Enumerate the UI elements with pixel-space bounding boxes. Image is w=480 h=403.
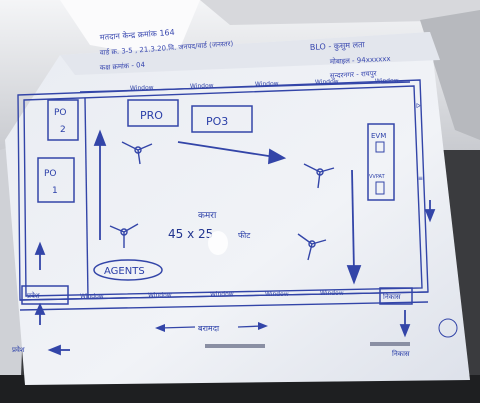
pro-label: PRO (140, 109, 163, 122)
evm-label: EVM (371, 132, 386, 140)
arrow-right-top-head (267, 148, 287, 165)
agents-oval (93, 259, 163, 281)
arrow-down-right-head (346, 265, 362, 285)
flow-arrows (34, 129, 436, 356)
fan-icon (297, 233, 327, 261)
verandah-label: बरामदा (198, 324, 220, 333)
window-label: Window (320, 290, 344, 297)
window-label: Window (210, 291, 234, 298)
evm-unit (375, 141, 385, 153)
bottom-right-note: निकास (392, 349, 410, 358)
side-notes: ᐅ ≡ (416, 103, 423, 182)
fan-icon (303, 163, 335, 189)
arrow-right-top (177, 141, 276, 158)
po1-box (37, 157, 75, 203)
window-label: Window (80, 293, 104, 300)
side-note-mid: ≡ (418, 175, 423, 182)
bottom-bar-right (370, 342, 410, 346)
bottom-left-note: प्रवेश (12, 345, 25, 354)
header-line-3: कक्ष क्रमांक - 04 (100, 61, 146, 72)
corner-circle (438, 318, 458, 338)
glare-spot (208, 231, 228, 255)
right-note-3: सुन्दरनगर - रायपुर (330, 70, 377, 80)
vvpat-unit (375, 181, 385, 195)
right-note-1: BLO - कुसुम लता (310, 40, 366, 53)
room-label: कमरा (198, 211, 217, 221)
bottom-windows: Window Window Window Window Window (80, 290, 344, 300)
window-label: Window (375, 77, 399, 85)
officer-boxes (21, 99, 413, 305)
agents-label: AGENTS (104, 266, 145, 277)
verandah-arrow-right-head (258, 322, 268, 330)
po1-number: 1 (52, 186, 58, 196)
pro-box (127, 99, 179, 127)
window-label: Window (265, 291, 289, 298)
room-dimension-unit: फीट (238, 230, 251, 240)
arrow-exit-down-head (399, 324, 411, 338)
entry-box (21, 285, 69, 305)
fan-icon (109, 223, 139, 248)
window-label: Window (148, 292, 172, 299)
arrow-down-right (351, 169, 355, 273)
paper-sheet (5, 32, 470, 385)
window-label: Window (255, 80, 279, 88)
po2-box (47, 99, 79, 141)
verandah-arrow-left-head (155, 324, 165, 332)
arrow-bottom-left-head (47, 344, 61, 356)
entry-label: प्रवेश (27, 291, 40, 300)
room-outline (17, 79, 429, 311)
po3-box (191, 105, 253, 133)
window-label: Window (315, 78, 339, 86)
top-windows: Window Window Window Window Window (130, 77, 399, 92)
exit-box (379, 287, 413, 305)
room-dimensions: 45 x 25 (168, 227, 213, 241)
po3-label: PO3 (206, 115, 228, 128)
arrow-entry-up-head (34, 302, 46, 315)
evm-box (367, 123, 395, 201)
window-label: Window (190, 82, 214, 90)
background-sheet-right (200, 0, 480, 25)
exit-label: निकास (383, 292, 401, 301)
paper-fold-shadow (60, 32, 440, 75)
vvpat-label: VVPAT (369, 174, 386, 180)
header-handwriting: मतदान केन्द्र क्रमांक 164 वार्ड क्र. 3-5… (99, 27, 390, 80)
po2-number: 2 (60, 125, 66, 135)
arrow-small-up-head (34, 241, 46, 255)
po2-label: PO (54, 108, 67, 118)
fan-icon (121, 141, 153, 165)
po1-label: PO (44, 169, 57, 179)
arrow-up-left-head (93, 129, 107, 146)
bottom-bar-left (205, 344, 265, 348)
right-note-2: मोबाइल - 94xxxxxx (330, 54, 391, 66)
window-label: Window (130, 84, 154, 92)
background-binder (420, 10, 480, 140)
verandah-arrow-left (159, 326, 196, 329)
ceiling-fans (109, 141, 335, 261)
background-sheet (60, 0, 200, 60)
arrow-side-down-head (424, 209, 436, 223)
side-note-top: ᐅ (416, 103, 421, 110)
